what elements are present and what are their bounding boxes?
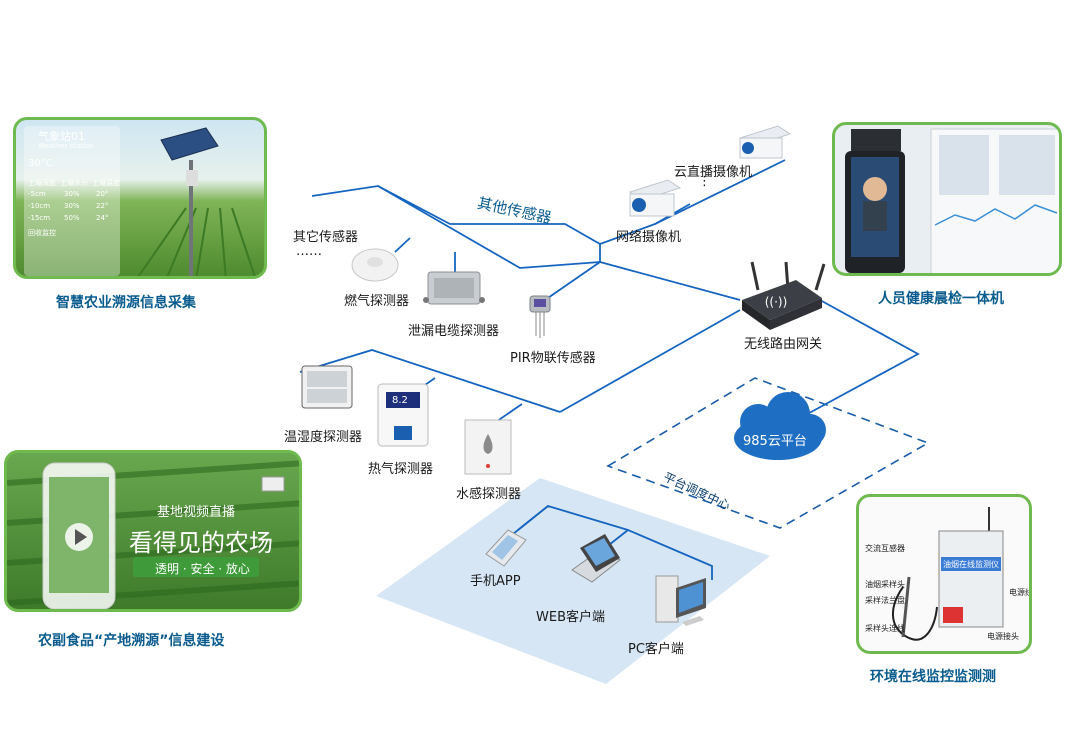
phone-icon [485,529,527,567]
soil-cell: -15cm [28,214,51,222]
leak-cable-detector-icon [423,271,485,305]
soil-cell: 24° [96,214,109,222]
agri-field-art [137,127,256,276]
agri-info-panel [24,126,120,276]
net-camera-label: 网络摄像机 [616,230,682,245]
router-label: 无线路由网关 [744,337,823,352]
weather-temp: 30°C [28,158,53,169]
env-art [891,507,1004,641]
farm-tags: 透明 · 安全 · 放心 [155,562,250,576]
heat-detector-display: 8.2 [392,395,408,406]
laptop-icon [571,534,621,583]
env-photo: 油烟在线监测仪 交流互感器 油烟采样头 采样法兰盘 采样头连线 电源线 电源接头 [856,494,1032,654]
health-art [845,128,1059,273]
heat-detector-label: 热气探测器 [368,462,434,477]
heat-detector-icon [377,383,429,447]
pir-sensor-label: PIR物联传感器 [510,351,596,366]
food-caption: 农副食品“产地溯源”信息建设 [38,633,225,649]
temp-humidity-label: 温湿度探测器 [284,430,363,445]
bus-lower [299,349,561,413]
other-sensor-ellipsis: …… [296,244,322,259]
link-router [599,261,741,301]
temp-humidity-icon [301,365,353,409]
live-camera-icon [738,125,792,159]
link-router-cloud [799,299,920,419]
cloud-icon [734,392,826,460]
web-client-label: WEB客户端 [536,610,605,625]
trunk [559,309,741,413]
svg-text:((·)): ((·)) [765,295,788,309]
soil-cell: 20° [96,190,109,198]
soil-cell: -10cm [28,202,51,210]
soil-header-2: 土壤温度 [92,179,120,187]
pir-sensor-icon [529,295,551,338]
health-photo [832,122,1062,276]
cloud-label: 985云平台 [743,434,807,449]
weather-station-en: Weather station [38,142,94,150]
soil-cell: 30% [64,202,80,210]
link-app [517,505,549,531]
soil-monitor-label: 回收监控 [28,229,56,237]
live-camera-label: 云直播摄像机 [674,165,753,180]
weather-station-name: 气象站01 [38,130,85,143]
soil-header-0: 土壤深度 [28,179,56,187]
pc-client-label: PC客户端 [628,642,684,657]
other-sensor-label: 其它传感器 [293,230,359,245]
soil-cell: -5cm [28,190,46,198]
soil-cell: 50% [64,214,80,222]
client-floor [376,478,770,684]
router-icon: ((·)) [742,261,826,330]
water-detector-label: 水感探测器 [456,487,522,502]
device-label: 油烟采样头 [865,580,905,589]
gas-detector-label: 燃气探测器 [344,294,410,309]
device-label: 交流互感器 [865,544,905,553]
leak-cable-label: 泄漏电缆探测器 [408,324,500,339]
link-gas [394,237,411,253]
live-video-title: 基地视频直播 [157,505,236,520]
farm-slogan: 看得见的农场 [129,529,273,557]
water-detector-icon [464,419,512,475]
device-label: 电源线 [1009,588,1032,597]
pc-icon [655,575,706,626]
food-photo: 基地视频直播 看得见的农场 透明 · 安全 · 放心 [4,450,302,612]
soil-cell: 30% [64,190,80,198]
gas-detector-icon [351,248,399,282]
health-caption: 人员健康晨检一体机 [878,291,1004,307]
farm-art [7,460,299,609]
soil-cell: 22° [96,202,109,210]
link-pir [544,244,601,301]
dispatch-region [606,377,930,529]
device-label: 采样头连线 [865,624,905,633]
device-title: 油烟在线监测仪 [943,560,999,569]
soil-header-1: 土壤水分 [60,179,88,187]
bus-upper-branch [377,185,601,269]
mobile-app-label: 手机APP [470,574,521,589]
device-label: 采样法兰盘 [865,596,905,605]
agri-photo: 气象站01 Weather station 30°C 土壤深度 土壤水分 土壤温… [13,117,267,279]
env-caption: 环境在线监控监测测 [870,669,996,685]
net-camera-icon [628,179,682,217]
device-label: 电源接头 [987,632,1019,641]
agri-caption: 智慧农业溯源信息采集 [56,295,196,311]
camera-more-dots: ⋮ [698,174,711,189]
